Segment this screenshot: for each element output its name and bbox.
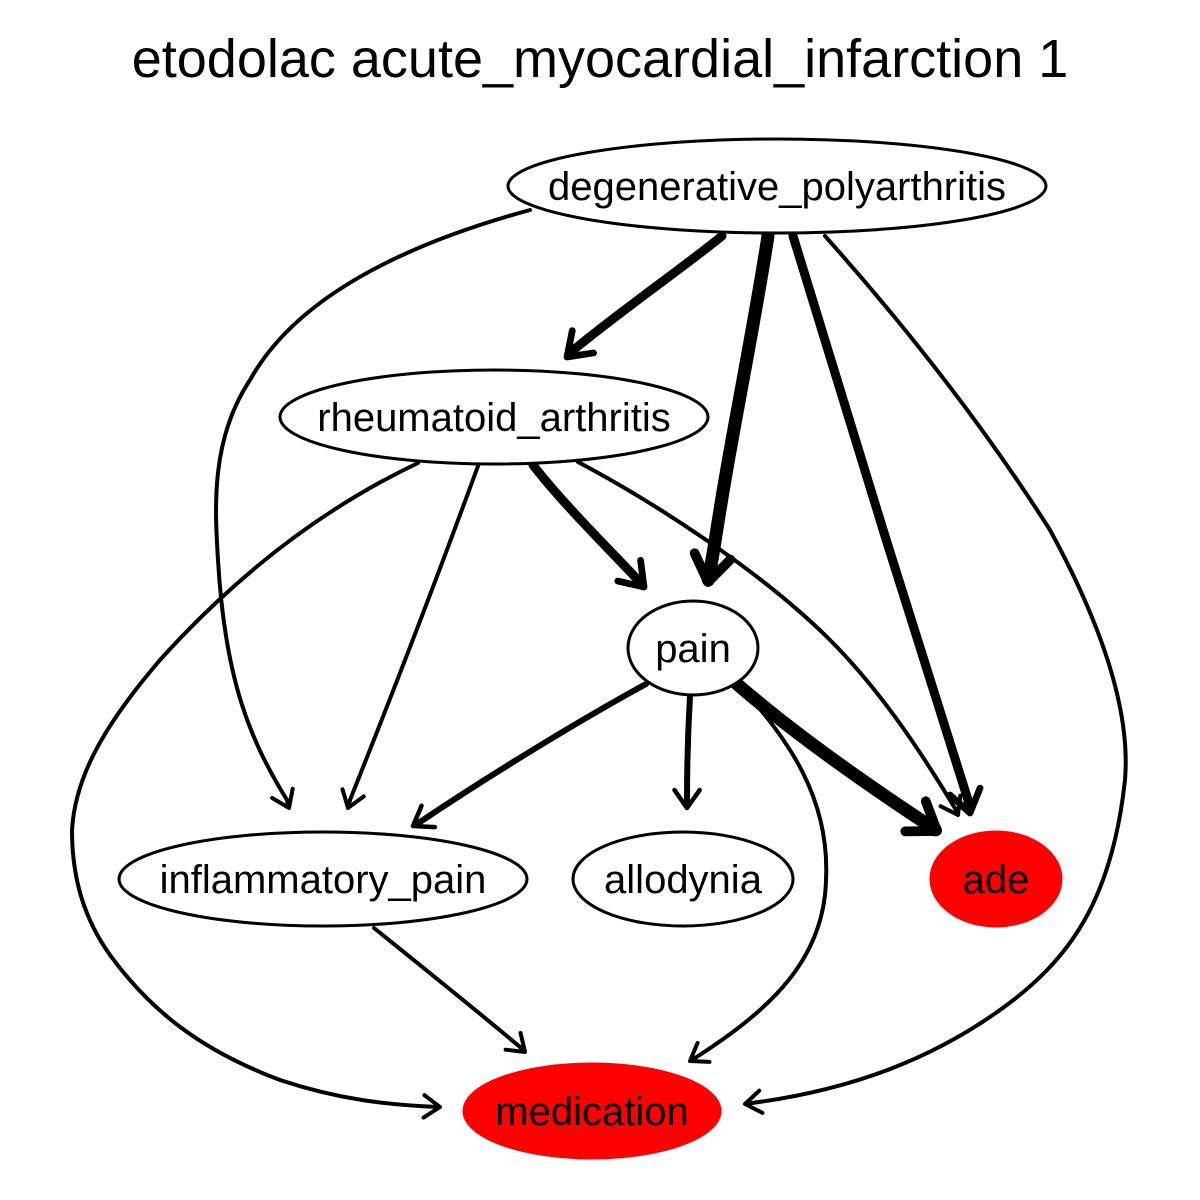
- edge-line: [750, 234, 1128, 1105]
- edge-line-tail: [689, 1056, 697, 1062]
- edge-rheumatoid-arthritis-to-inflammatory-pain: [340, 464, 480, 810]
- edge-pain-to-inflammatory-pain: [410, 681, 649, 830]
- edge-rheumatoid-arthritis-to-medication: [70, 461, 442, 1120]
- node-label: degenerative_polyarthritis: [548, 165, 1006, 209]
- node-label: inflammatory_pain: [160, 858, 487, 902]
- node-shape: [626, 599, 760, 697]
- node-allodynia: allodynia: [571, 830, 795, 928]
- node-inflammatory-pain: inflammatory_pain: [117, 830, 529, 928]
- edge-line-tail: [411, 819, 423, 828]
- diagram-title: etodolac acute_myocardial_infarction 1: [131, 29, 1069, 89]
- node-shape: [278, 368, 710, 466]
- edge-line-tail: [963, 795, 975, 816]
- edge-degenerative-polyarthritis-to-inflammatory-pain: [214, 208, 532, 810]
- edge-pain-to-ade: [730, 677, 942, 837]
- node-label: medication: [495, 1090, 688, 1134]
- node-ade: ade: [929, 830, 1063, 928]
- node-shape: [506, 137, 1048, 235]
- edge-rheumatoid-arthritis-to-ade: [576, 460, 963, 817]
- edge-line: [576, 460, 958, 812]
- edge-line: [372, 926, 522, 1049]
- node-label: pain: [655, 627, 731, 671]
- edge-line-tail: [954, 808, 960, 816]
- edge-line: [528, 460, 643, 585]
- nodes-layer: degenerative_polyarthritis rheumatoid_art…: [117, 137, 1063, 1160]
- edge-line: [348, 464, 480, 802]
- edge-rheumatoid-arthritis-to-pain: [528, 460, 648, 591]
- edge-line-tail: [701, 558, 718, 587]
- edge-pain-to-medication: [688, 682, 829, 1064]
- node-shape: [571, 830, 795, 928]
- edge-line: [417, 681, 649, 825]
- edge-line: [214, 208, 532, 802]
- edge-degenerative-polyarthritis-to-ade: [788, 231, 984, 817]
- node-shape: [929, 830, 1063, 928]
- edge-line: [70, 461, 440, 1109]
- edge-inflammatory-pain-to-medication: [372, 926, 527, 1054]
- edge-line-tail: [518, 1045, 526, 1053]
- node-label: rheumatoid_arthritis: [317, 396, 671, 440]
- node-label: ade: [963, 858, 1030, 902]
- edge-line: [684, 693, 693, 803]
- edge-line: [730, 677, 937, 833]
- edge-degenerative-polyarthritis-to-medication: [743, 234, 1128, 1115]
- edge-line: [704, 229, 775, 572]
- edge-line-tail: [633, 575, 648, 591]
- edge-pain-to-allodynia: [672, 693, 702, 811]
- node-medication: medication: [462, 1062, 722, 1160]
- edges-layer: [70, 208, 1128, 1120]
- node-pain: pain: [626, 599, 760, 697]
- node-rheumatoid-arthritis: rheumatoid_arthritis: [278, 368, 710, 466]
- node-degenerative-polyarthritis: degenerative_polyarthritis: [506, 137, 1048, 235]
- edge-line: [788, 231, 973, 805]
- edge-line-tail: [563, 347, 576, 361]
- edge-line-tail: [923, 819, 942, 837]
- node-shape: [462, 1062, 722, 1160]
- edge-degenerative-polyarthritis-to-pain: [689, 229, 775, 587]
- edge-line-tail: [346, 798, 352, 809]
- edge-line: [566, 231, 727, 357]
- edge-line-tail: [285, 798, 291, 809]
- node-label: allodynia: [604, 858, 763, 902]
- node-shape: [117, 830, 529, 928]
- edge-line-tail: [744, 1101, 754, 1106]
- edge-line: [693, 682, 829, 1060]
- edge-degenerative-polyarthritis-to-rheumatoid-arthritis: [563, 231, 727, 361]
